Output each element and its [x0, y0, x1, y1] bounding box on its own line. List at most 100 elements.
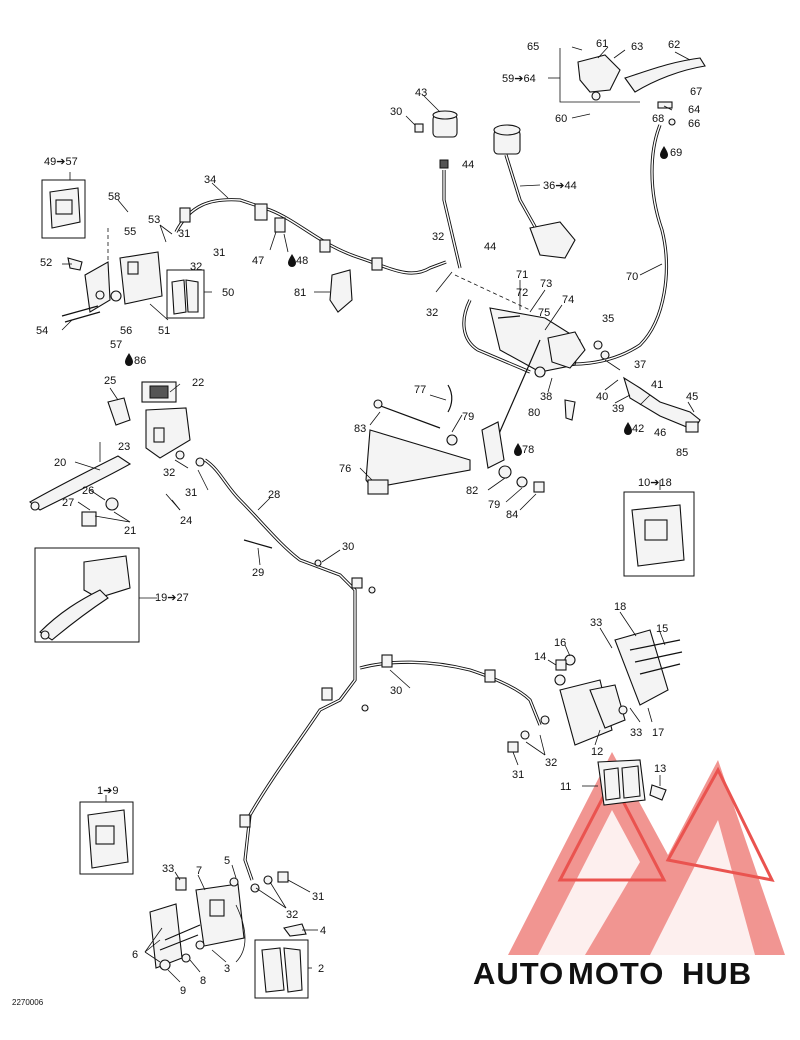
brake-lines-lower	[204, 458, 542, 881]
callout-label-l68: 68	[652, 113, 664, 125]
callout-label-l81: 81	[294, 287, 306, 299]
callout-label-l40: 40	[596, 391, 608, 403]
callout-label-l64: 64	[688, 104, 700, 116]
drop-icon	[660, 146, 668, 159]
callout-label-l65: 65	[527, 41, 539, 53]
callout-label-l30a: 30	[390, 106, 402, 118]
callout-label-l50: 50	[222, 287, 234, 299]
callout-label-l79b: 79	[488, 499, 500, 511]
callout-label-l5: 5	[224, 855, 230, 867]
callout-label-l2: 2	[318, 963, 324, 975]
callout-label-l54: 54	[36, 325, 48, 337]
reservoir-43	[405, 95, 462, 269]
callout-label-l78: 78	[522, 444, 534, 456]
drop-icon	[624, 422, 632, 435]
callout-label-l58: 58	[108, 191, 120, 203]
callout-label-l42: 42	[632, 423, 644, 435]
callout-label-l53: 53	[148, 214, 160, 226]
callout-label-l31b: 31	[213, 247, 225, 259]
callout-label-l79a: 79	[462, 411, 474, 423]
callout-label-l31d: 31	[512, 769, 524, 781]
callout-label-l11: 11	[560, 781, 571, 793]
callout-label-l3: 3	[224, 963, 230, 975]
callout-label-l33c: 33	[162, 863, 174, 875]
callout-label-l32e: 32	[545, 757, 557, 769]
callout-label-l22: 22	[192, 377, 204, 389]
callout-label-l41: 41	[651, 379, 663, 391]
callout-label-l38: 38	[540, 391, 552, 403]
callout-label-l47: 47	[252, 255, 264, 267]
caliper-assembly-left	[61, 228, 205, 323]
callout-label-l29: 29	[252, 567, 264, 579]
callout-label-l31a: 31	[178, 228, 190, 240]
caliper-box-49-57	[41, 179, 86, 239]
callout-label-l70: 70	[626, 271, 638, 283]
callout-label-l59: 59➔64	[502, 73, 536, 85]
brake-lines-upper	[174, 124, 668, 366]
callout-label-l26: 26	[82, 485, 94, 497]
leader-lines	[61, 172, 695, 983]
callout-label-l56: 56	[120, 325, 132, 337]
diagram-code: 2270006	[12, 998, 44, 1007]
callout-label-l32d: 32	[163, 467, 175, 479]
callout-label-l39: 39	[612, 403, 624, 415]
drop-icon	[288, 254, 296, 267]
callout-label-l63: 63	[631, 41, 643, 53]
master-cylinder-box-19-27	[34, 547, 140, 643]
drop-icon	[514, 443, 522, 456]
master-cylinder-left	[29, 381, 205, 527]
callout-label-l14: 14	[534, 651, 546, 663]
callout-label-l85: 85	[676, 447, 688, 459]
callout-label-l67: 67	[690, 86, 702, 98]
drop-icon	[125, 353, 133, 366]
callout-label-l33a: 33	[590, 617, 602, 629]
callout-label-l57: 57	[110, 339, 122, 351]
callout-label-l23: 23	[118, 441, 130, 453]
callout-label-l7: 7	[196, 865, 202, 877]
callout-label-l1: 1➔9	[97, 785, 118, 797]
callout-label-l31e: 31	[312, 891, 324, 903]
fluid-drop-icons	[125, 146, 668, 456]
callout-label-l66: 66	[688, 118, 700, 130]
callout-label-l60: 60	[555, 113, 567, 125]
logo-mountain-inner-icon	[538, 810, 640, 955]
callout-label-l86: 86	[134, 355, 146, 367]
callout-label-l19: 19➔27	[155, 592, 189, 604]
callout-label-l52: 52	[40, 257, 52, 269]
callout-label-l73: 73	[540, 278, 552, 290]
logo-text-hub: HUB	[682, 956, 752, 991]
callout-label-l8: 8	[200, 975, 206, 987]
caliper-box-1-9	[79, 801, 134, 875]
callout-label-l37: 37	[634, 359, 646, 371]
callout-label-l13: 13	[654, 763, 666, 775]
callout-label-l51: 51	[158, 325, 170, 337]
reservoir-36	[493, 124, 576, 259]
callout-label-l62: 62	[668, 39, 680, 51]
callout-label-l43: 43	[415, 87, 427, 99]
master-cylinder-center	[365, 274, 701, 495]
callout-label-l4: 4	[320, 925, 326, 937]
callout-label-l44b: 44	[484, 241, 496, 253]
callout-label-l71: 71	[516, 269, 528, 281]
callout-label-l18: 18	[614, 601, 626, 613]
callout-label-l45: 45	[686, 391, 698, 403]
caliper-assembly-right	[507, 629, 683, 806]
callout-label-l33b: 33	[630, 727, 642, 739]
callout-label-l49: 49➔57	[44, 156, 78, 168]
callout-label-l15: 15	[656, 623, 668, 635]
callout-label-l30c: 30	[390, 685, 402, 697]
callout-label-l32b: 32	[190, 261, 202, 273]
callout-label-l6: 6	[132, 949, 138, 961]
callout-label-l61: 61	[596, 38, 608, 50]
callout-label-l48: 48	[296, 255, 308, 267]
callout-label-l69: 69	[670, 147, 682, 159]
callout-label-l10: 10➔18	[638, 477, 672, 489]
callout-label-l31c: 31	[185, 487, 197, 499]
callout-label-l9: 9	[180, 985, 186, 997]
hand-lever-assembly-top	[548, 46, 706, 126]
caliper-box-10-18	[623, 491, 695, 577]
callout-label-l30b: 30	[342, 541, 354, 553]
callout-label-l20: 20	[54, 457, 66, 469]
callout-label-l32f: 32	[286, 909, 298, 921]
